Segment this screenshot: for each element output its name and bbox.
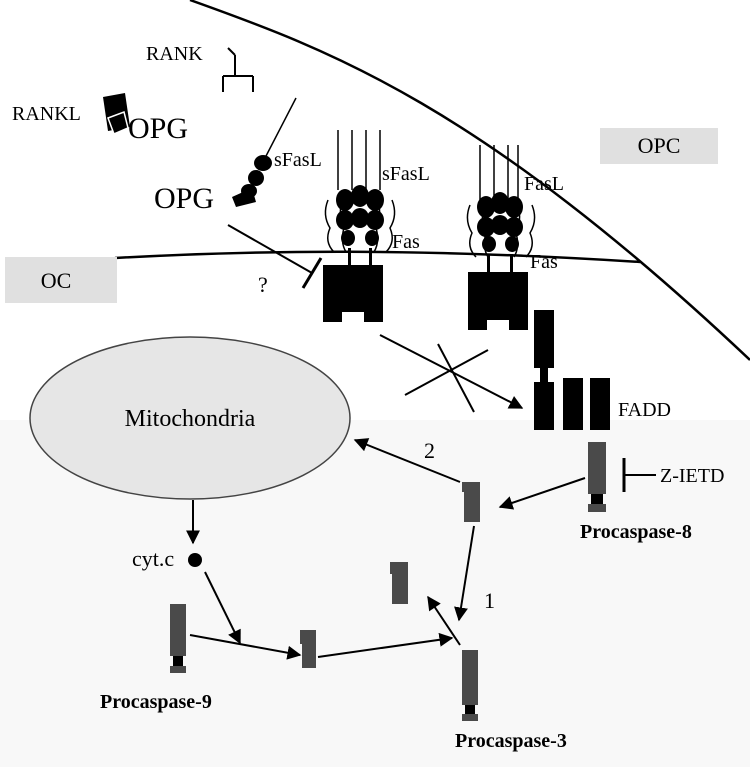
active-caspase9 [300,630,316,668]
arrow-casp9-casp3 [317,632,454,658]
cytc-molecule [188,553,202,567]
arrow-casp9-activation [189,634,302,660]
mitochondria [29,336,351,500]
procaspase9-label: Procaspase-9 [100,691,212,713]
opg-bound-shape [107,111,129,135]
question-mark: ? [258,272,268,297]
procaspase8-shape [588,442,606,512]
blocked-arrow [379,334,524,409]
opg-inhibition-line [227,224,313,274]
step2-label: 2 [424,438,435,463]
opc-label: OPC [638,133,681,158]
arrow-step1 [454,525,475,622]
active-caspase3 [390,562,408,604]
opg-inhibition-bar [301,257,323,289]
arrow-step2 [353,438,461,483]
z-ietd-label: Z-IETD [660,465,724,487]
fasl-label: FasL [524,173,564,195]
opc-membrane [189,0,750,361]
procaspase8-label: Procaspase-8 [580,521,692,543]
rank-receptor [222,47,254,92]
block-cross-1 [404,349,489,396]
fadd-label: FADD [618,399,671,421]
sfasl-left-label: sFasL [274,149,322,171]
cytc-label: cyt.c [132,546,174,571]
opg-top-label: OPG [128,112,188,145]
step1-label: 1 [484,588,495,613]
opg-mid-label: OPG [154,182,214,215]
oc-label: OC [41,268,72,293]
procaspase3-shape [462,650,478,721]
sfasl-left-molecule [232,97,297,207]
rank-label: RANK [146,43,203,65]
active-caspase8 [462,482,480,522]
fas-left-label: Fas [392,231,420,253]
fas-right-label: Fas [530,251,558,273]
arrow-casp8-activation [498,477,586,510]
sfasl-right-label: sFasL [382,163,430,185]
opc-box [600,128,718,164]
oc-box [5,257,117,303]
sfasl-fas-complex-left [323,130,396,322]
procaspase3-label: Procaspase-3 [455,730,567,752]
arrow-cytc-casp9 [204,571,241,645]
procaspase9-shape [170,604,186,673]
arrow-casp3-activation [427,595,461,646]
fasl-fas-complex-right [466,145,536,330]
rankl-label: RANKL [12,103,81,125]
mitochondria-label: Mitochondria [125,406,256,432]
fadd-adapters [534,310,610,430]
oc-membrane [114,250,641,264]
block-cross-2 [437,343,475,413]
